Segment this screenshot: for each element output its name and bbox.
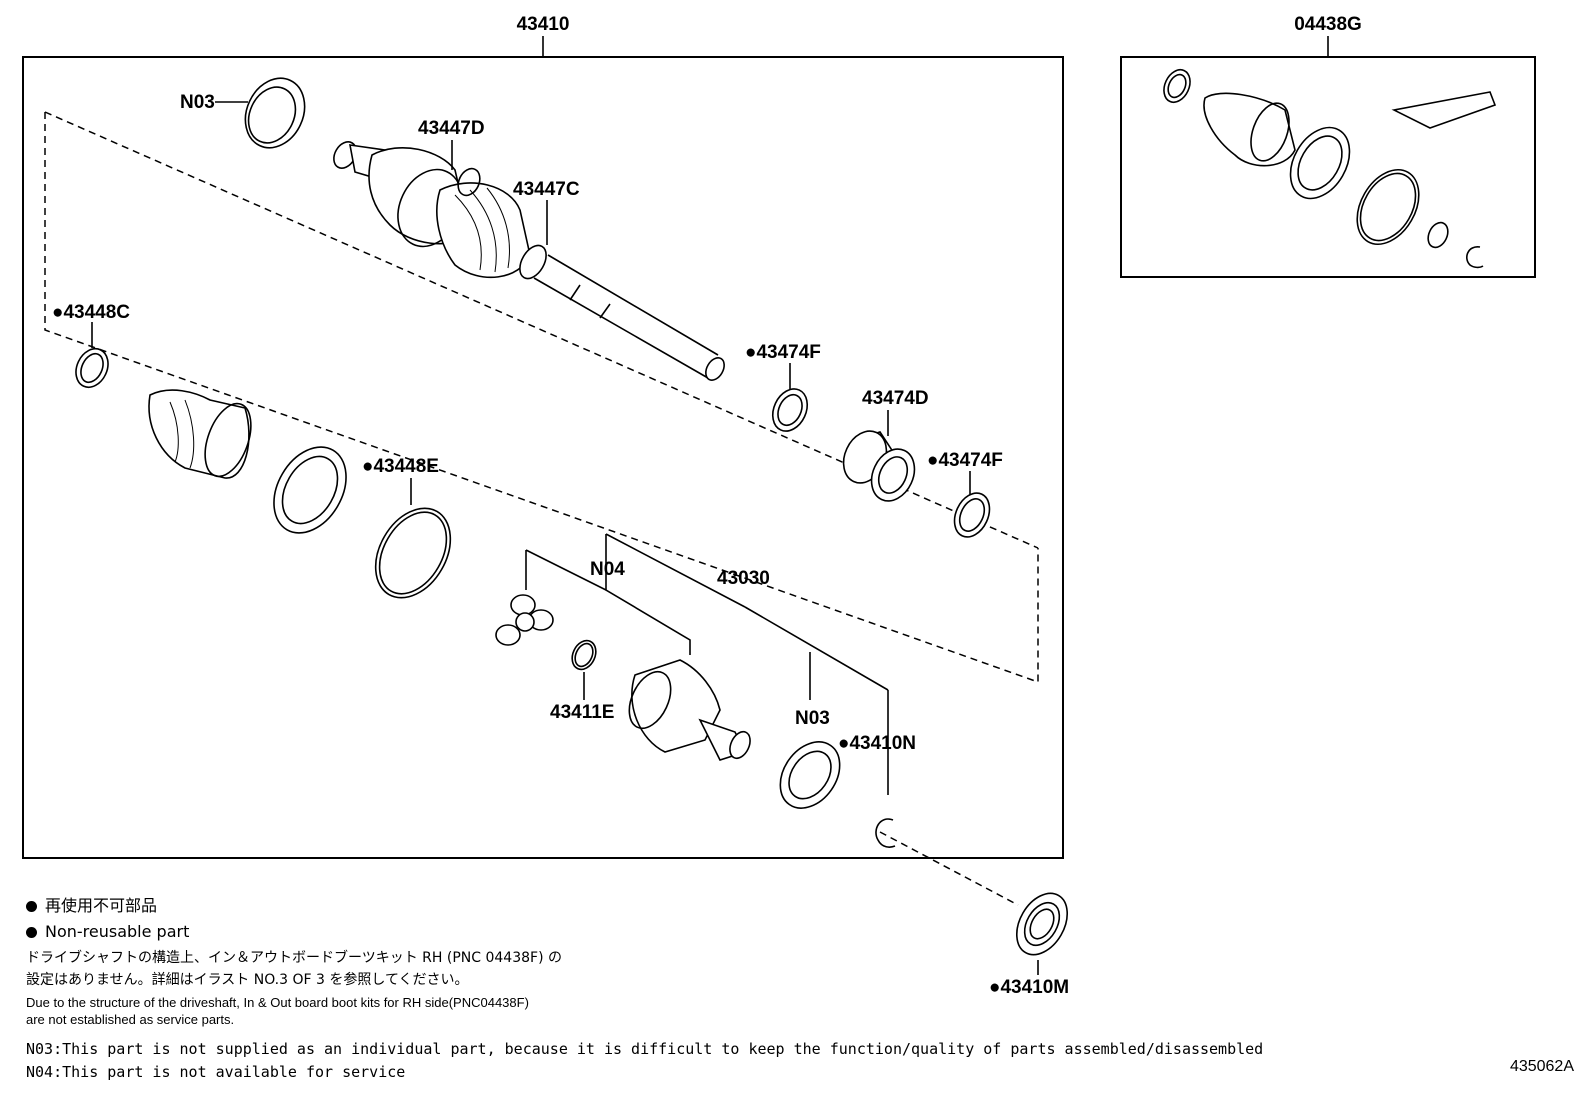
dashed-group-outline <box>44 112 1039 684</box>
snap-ring-43411E <box>571 639 597 671</box>
label-43474F-1[interactable]: ●43474F <box>745 342 821 363</box>
label-43447D[interactable]: 43447D <box>418 118 485 139</box>
jp-note-line2: 設定はありません。詳細はイラスト NO.3 OF 3 を参照してください。 <box>26 972 469 988</box>
label-n03-top[interactable]: N03 <box>180 92 215 113</box>
label-43410N[interactable]: ●43410N <box>838 733 916 754</box>
label-43447C[interactable]: 43447C <box>513 179 580 200</box>
en-note-line1: Due to the structure of the driveshaft, … <box>26 995 529 1010</box>
note-n04: N04:This part is not available for servi… <box>26 1063 406 1081</box>
legend-en: Non-reusable part <box>26 922 189 942</box>
label-43410M[interactable]: ●43410M <box>989 977 1069 998</box>
label-43474D[interactable]: 43474D <box>862 388 929 409</box>
boot-kit-contents <box>1163 68 1497 269</box>
jp-note-line1: ドライブシャフトの構造上、イン＆アウトボードブーツキット RH (PNC 044… <box>26 950 562 966</box>
circlip-43410N <box>875 818 896 848</box>
driveshaft-assembly <box>333 141 725 381</box>
label-43448C[interactable]: ●43448C <box>52 302 130 323</box>
damper-ring <box>273 446 347 534</box>
legend-jp-text: 再使用不可部品 <box>45 896 158 915</box>
clamp-43474F-1 <box>771 388 809 432</box>
legend-en-text: Non-reusable part <box>45 922 190 941</box>
en-note-line2: are not established as service parts. <box>26 1012 235 1027</box>
legend-jp: 再使用不可部品 <box>26 896 157 916</box>
clamp-43474F-2 <box>953 492 991 538</box>
dust-seal-ring-top <box>244 77 306 149</box>
label-43410[interactable]: 43410 <box>517 14 570 35</box>
bullet-icon <box>26 927 37 938</box>
dust-seal-washer <box>779 741 841 809</box>
label-N04[interactable]: N04 <box>590 559 625 580</box>
inboard-boot <box>148 389 252 479</box>
diagram-code: 435062A <box>1509 1058 1574 1075</box>
boot-clamp-43448C <box>75 347 109 389</box>
note-n03: N03:This part is not supplied as an indi… <box>26 1040 1264 1058</box>
bullet-icon <box>26 901 37 912</box>
inboard-joint-housing <box>628 659 751 761</box>
dynamic-damper-43474D <box>842 430 916 502</box>
label-43448E[interactable]: ●43448E <box>362 456 439 477</box>
oil-seal-43410M <box>1015 892 1069 956</box>
label-n03-lower[interactable]: N03 <box>795 708 830 729</box>
boot-band-43448E <box>374 507 452 599</box>
label-43474F-2[interactable]: ●43474F <box>927 450 1003 471</box>
label-43030[interactable]: 43030 <box>717 568 770 589</box>
tripod-spider <box>495 594 554 646</box>
label-04438G[interactable]: 04438G <box>1294 14 1362 35</box>
label-43411E[interactable]: 43411E <box>550 702 614 723</box>
